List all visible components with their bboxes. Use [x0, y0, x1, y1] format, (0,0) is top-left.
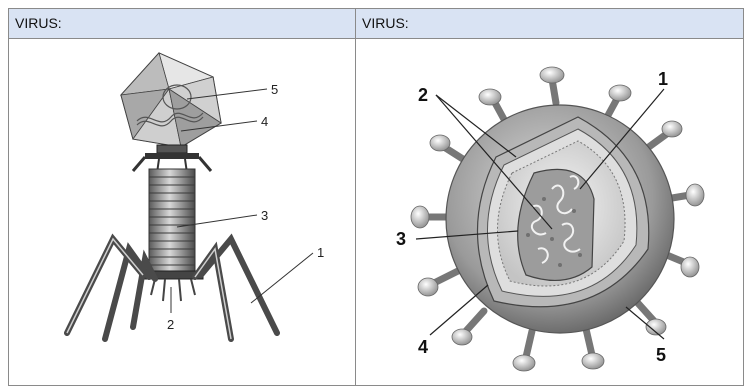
label-2: 2 — [167, 317, 174, 332]
label-1: 1 — [317, 245, 324, 260]
bacteriophage-diagram: 5 4 3 1 2 — [9, 39, 355, 385]
influenza-figure: 1 2 3 4 5 — [356, 39, 743, 385]
label-5: 5 — [656, 345, 666, 365]
left-header-text: VIRUS: — [15, 15, 62, 31]
label-3: 3 — [396, 229, 406, 249]
left-cell: VIRUS: — [9, 9, 356, 385]
right-header: VIRUS: — [356, 9, 743, 39]
label-1: 1 — [658, 69, 668, 89]
label-4: 4 — [261, 114, 268, 129]
right-cell: VIRUS: — [356, 9, 743, 385]
label-4: 4 — [418, 337, 428, 357]
label-5: 5 — [271, 82, 278, 97]
label-3: 3 — [261, 208, 268, 223]
left-header: VIRUS: — [9, 9, 355, 39]
phage-tail-sheath — [149, 169, 195, 273]
influenza-diagram: 1 2 3 4 5 — [356, 39, 743, 385]
bacteriophage-figure: 5 4 3 1 2 — [9, 39, 355, 385]
virus-table: VIRUS: — [8, 8, 744, 386]
label-2: 2 — [418, 85, 428, 105]
phage-head — [121, 53, 221, 147]
right-header-text: VIRUS: — [362, 15, 409, 31]
